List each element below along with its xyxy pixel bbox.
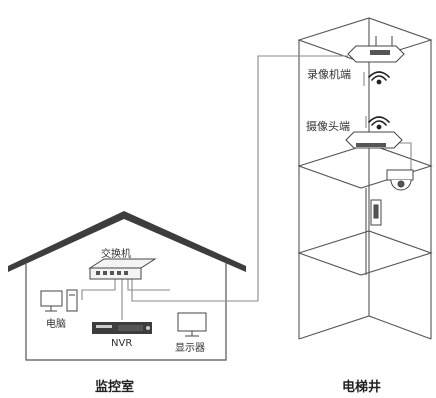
control-room-building xyxy=(8,211,246,361)
wireless-bridge-camera xyxy=(345,131,403,149)
shaft-bottom xyxy=(298,315,432,340)
control-room-title: 监控室 xyxy=(95,380,135,395)
cable-switch-to-pc xyxy=(81,279,116,300)
switch-label: 交换机 xyxy=(101,249,131,260)
elevator-car-roof xyxy=(297,143,433,189)
elevator-door-panel xyxy=(370,199,382,226)
monitor-icon xyxy=(177,312,207,337)
cable-switch-to-monitor xyxy=(127,279,170,291)
monitor-label: 显示器 xyxy=(175,343,205,354)
wireless-bridge-recorder xyxy=(347,36,405,63)
nvr-device xyxy=(92,322,152,334)
pc-label: 电脑 xyxy=(46,319,66,330)
pc-icon xyxy=(40,289,78,312)
wifi-icon xyxy=(368,71,390,85)
cable-switch-to-recorder-bridge xyxy=(131,55,348,302)
elevator-car-floor xyxy=(297,230,433,276)
dome-camera-icon xyxy=(386,169,414,191)
camera-end-label: 摄像头端 xyxy=(306,120,350,133)
elevator-shaft xyxy=(297,17,433,340)
network-switch xyxy=(88,258,157,280)
recorder-end-label: 录像机端 xyxy=(307,68,351,81)
house-walls xyxy=(25,262,227,361)
elevator-shaft-title: 电梯井 xyxy=(342,380,382,395)
wifi-icon xyxy=(368,116,390,130)
nvr-label: NVR xyxy=(111,338,133,349)
